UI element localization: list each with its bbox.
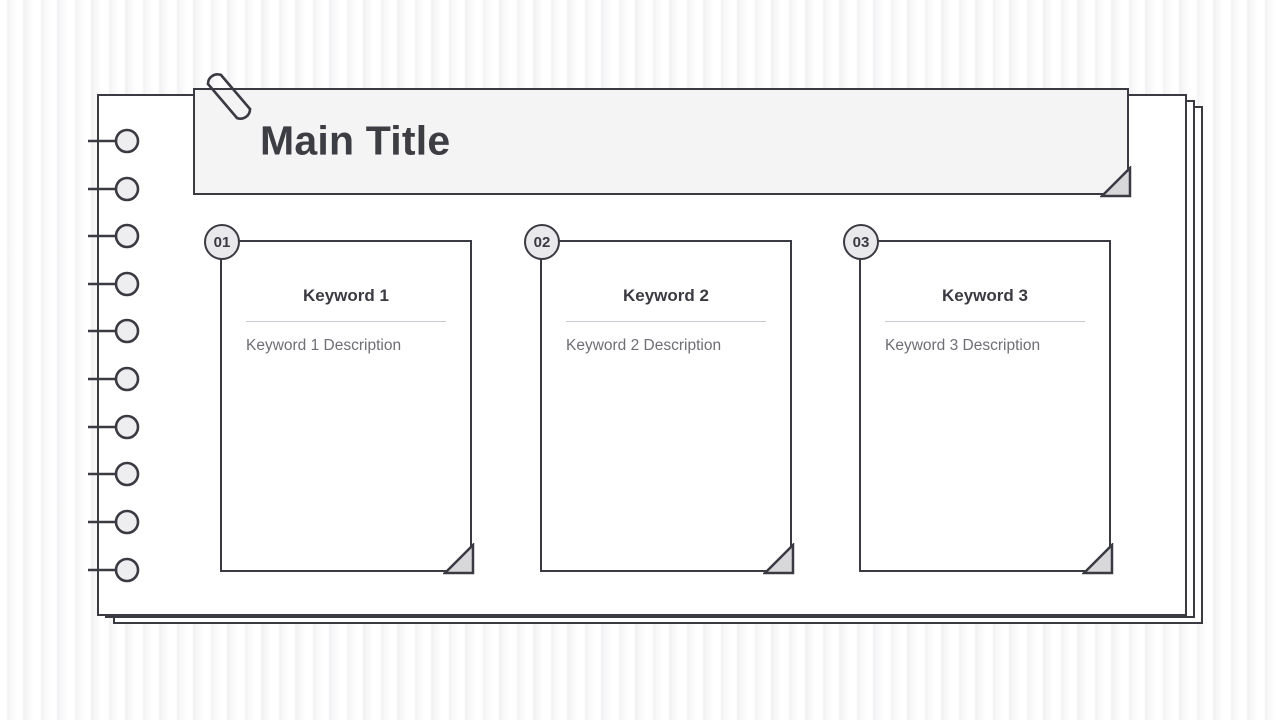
title-bar: Main Title	[193, 88, 1131, 197]
card-number-badge: 01	[204, 224, 240, 260]
card-description: Keyword 2 Description	[566, 337, 722, 354]
page-title: Main Title	[260, 117, 451, 164]
binding-ring	[88, 509, 140, 535]
card-title: Keyword 3	[942, 286, 1028, 305]
card-description: Keyword 1 Description	[246, 337, 402, 354]
binding-ring	[88, 128, 140, 154]
binding-ring	[88, 223, 140, 249]
card-divider	[566, 321, 766, 322]
card-divider	[885, 321, 1085, 322]
binding-ring	[88, 271, 140, 297]
card-number-badge: 03	[843, 224, 879, 260]
folded-corner-icon	[442, 542, 474, 574]
card-number-badge: 02	[524, 224, 560, 260]
card-title: Keyword 2	[623, 286, 709, 305]
card-description: Keyword 3 Description	[885, 337, 1041, 354]
binding-ring	[88, 318, 140, 344]
binding-ring	[88, 461, 140, 487]
keyword-card[interactable]: 01 Keyword 1 Keyword 1 Description	[204, 224, 474, 574]
folded-corner-icon	[762, 542, 794, 574]
card-divider	[246, 321, 446, 322]
keyword-card[interactable]: 02 Keyword 2 Keyword 2 Description	[524, 224, 794, 574]
binding-ring	[88, 176, 140, 202]
binding-ring	[88, 557, 140, 583]
folded-corner-icon	[1081, 542, 1113, 574]
paperclip-icon	[206, 73, 252, 120]
binding-ring	[88, 366, 140, 392]
folded-corner-icon	[1099, 165, 1131, 197]
binding-ring	[88, 414, 140, 440]
card-title: Keyword 1	[303, 286, 389, 305]
keyword-card[interactable]: 03 Keyword 3 Keyword 3 Description	[843, 224, 1113, 574]
